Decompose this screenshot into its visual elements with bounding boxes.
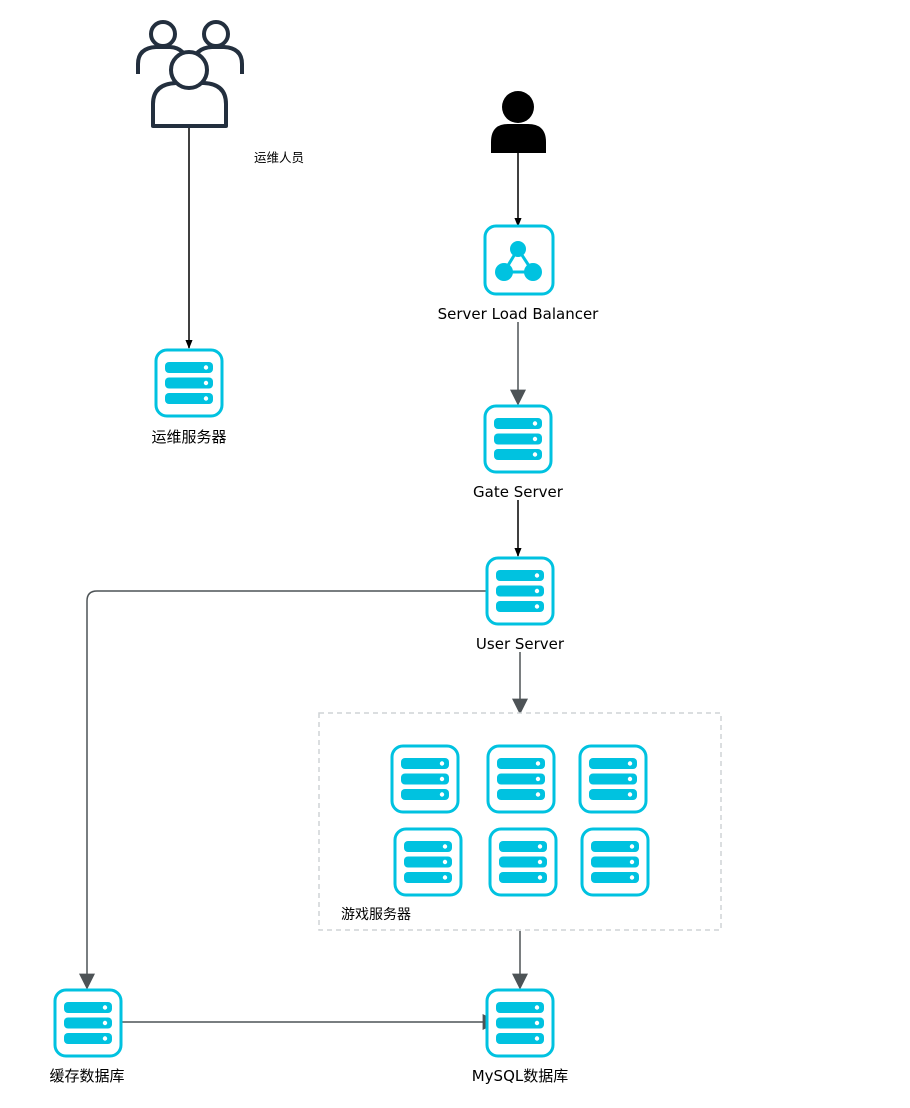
user-server-label: User Server xyxy=(476,635,565,653)
server-icon xyxy=(390,744,460,814)
server-icon xyxy=(483,404,553,474)
gate-server-node[interactable]: Gate Server xyxy=(473,404,564,501)
ops-server-node[interactable]: 运维服务器 xyxy=(151,348,227,446)
server-icon xyxy=(578,744,648,814)
server-icon xyxy=(53,988,123,1058)
slb-node[interactable]: Server Load Balancer xyxy=(438,224,600,323)
connectors xyxy=(79,128,528,1030)
user-solid-icon xyxy=(491,91,546,153)
slb-label: Server Load Balancer xyxy=(438,305,600,323)
cache-db-label: 缓存数据库 xyxy=(49,1067,124,1085)
game-servers-group[interactable]: 游戏服务器 xyxy=(318,712,722,931)
server-icon xyxy=(488,827,558,897)
ops-staff-label: 运维人员 xyxy=(254,150,304,165)
load-balancer-icon xyxy=(483,224,555,296)
game-servers-label: 游戏服务器 xyxy=(341,907,411,923)
mysql-db-node[interactable]: MySQL数据库 xyxy=(472,988,569,1085)
server-icon xyxy=(580,827,650,897)
server-icon xyxy=(485,988,555,1058)
end-user-node[interactable] xyxy=(491,91,546,153)
server-icon xyxy=(486,744,556,814)
user-server-node[interactable]: User Server xyxy=(476,556,565,653)
ops-server-label: 运维服务器 xyxy=(151,428,226,446)
cache-db-node[interactable]: 缓存数据库 xyxy=(49,988,125,1085)
users-outline-icon xyxy=(136,20,244,128)
server-icon xyxy=(393,827,463,897)
gate-server-label: Gate Server xyxy=(473,483,564,501)
server-icon xyxy=(154,348,224,418)
server-icon xyxy=(485,556,555,626)
edge-user-server-to-cache-db xyxy=(79,590,486,990)
ops-staff-node[interactable]: 运维人员 xyxy=(136,20,304,165)
mysql-db-label: MySQL数据库 xyxy=(472,1067,569,1085)
